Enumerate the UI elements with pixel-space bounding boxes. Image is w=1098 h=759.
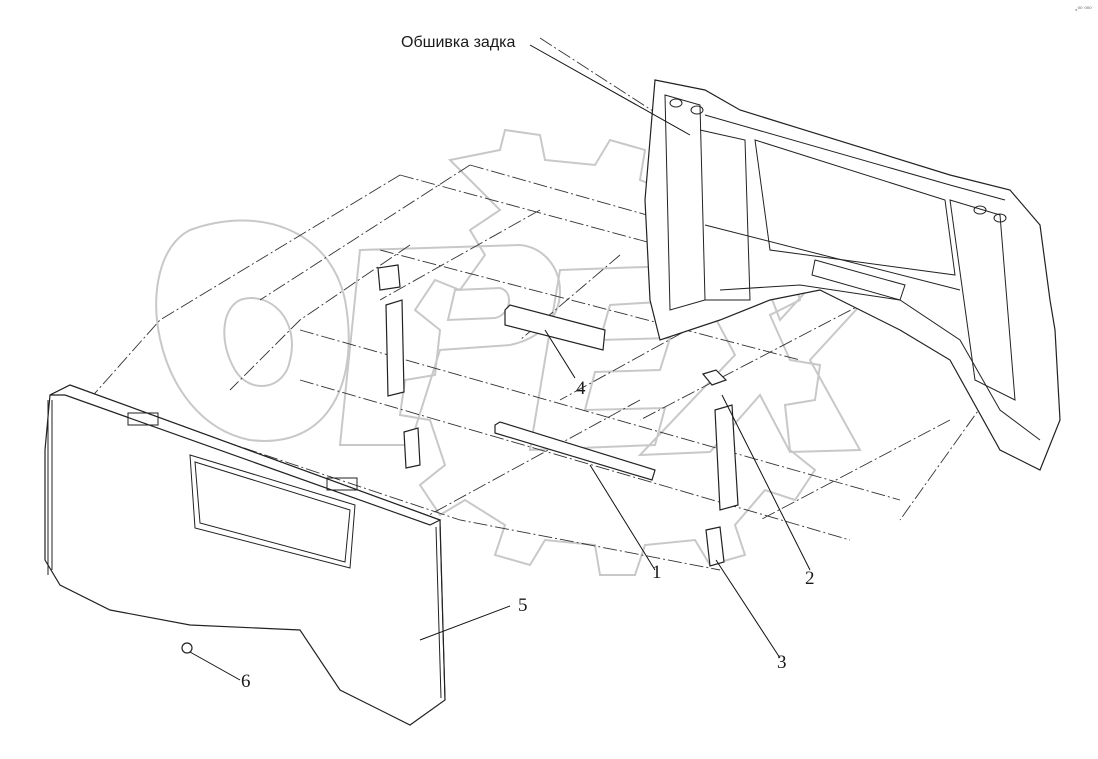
leader-4 bbox=[544, 329, 576, 379]
center-small-block bbox=[403, 427, 421, 469]
assembly-lines bbox=[79, 37, 1001, 601]
callout-6: 6 bbox=[241, 671, 251, 692]
cab-mid-rail bbox=[704, 224, 961, 291]
corner-mark: ₓ⁰⁰ ⁰⁰⁰ bbox=[1075, 6, 1092, 13]
rear-trim-panel-clip bbox=[127, 412, 159, 426]
cab-rear-wall-outline bbox=[644, 79, 1061, 471]
assembly-line bbox=[229, 244, 411, 391]
cab-lower-rail bbox=[719, 284, 1041, 441]
rear-trim-panel-window-inner bbox=[194, 461, 351, 563]
cab-hole bbox=[993, 213, 1007, 223]
part-2-insulation-post bbox=[701, 369, 739, 511]
leader-lines bbox=[189, 44, 811, 681]
assembly-title: Обшивка задка bbox=[401, 34, 516, 51]
callout-5: 5 bbox=[518, 595, 528, 616]
assembly-line bbox=[639, 299, 871, 421]
cab-upper-rail bbox=[704, 114, 1006, 201]
left-insulation-post bbox=[385, 299, 405, 397]
callout-1: 1 bbox=[652, 562, 662, 583]
leader-3 bbox=[715, 559, 781, 659]
part-2-post-body bbox=[714, 404, 739, 511]
title-leader bbox=[529, 44, 691, 136]
cab-hole bbox=[690, 105, 704, 115]
rear-trim-panel-window bbox=[189, 454, 356, 569]
assembly-line bbox=[379, 249, 801, 361]
cab-hole bbox=[973, 205, 987, 215]
callout-3: 3 bbox=[777, 652, 787, 673]
assembly-line bbox=[379, 209, 541, 301]
rear-trim-panel bbox=[44, 384, 446, 726]
rear-trim-panel-seal-right bbox=[435, 524, 446, 701]
watermark-letter-p bbox=[338, 243, 561, 446]
cab-left-pillar-inner bbox=[699, 129, 751, 301]
assembly-line bbox=[79, 174, 401, 411]
rear-trim-panel-clip bbox=[326, 477, 358, 491]
cab-hole bbox=[669, 98, 683, 108]
part-1-long-insulation-bar bbox=[494, 421, 656, 481]
watermark-letter-x bbox=[637, 260, 903, 457]
assembly-line bbox=[159, 419, 721, 571]
assembly-line bbox=[259, 164, 471, 301]
leader-5 bbox=[419, 605, 511, 641]
assembly-line bbox=[759, 419, 951, 521]
part-6-fastener bbox=[181, 642, 193, 654]
rear-trim-panel-seal-left bbox=[47, 400, 53, 575]
leader-1 bbox=[589, 464, 656, 571]
cab-window-opening bbox=[754, 139, 956, 276]
part-3-insulation-block bbox=[705, 526, 725, 567]
cab-rear-wall bbox=[644, 79, 1061, 471]
cab-right-pillar bbox=[949, 199, 1016, 401]
part-2-small-block bbox=[701, 369, 728, 386]
assembly-line bbox=[299, 379, 851, 541]
callout-4: 4 bbox=[576, 378, 586, 399]
watermark-letter-o bbox=[155, 219, 350, 442]
part-4-insulation-bar bbox=[504, 304, 606, 351]
leader-2 bbox=[721, 394, 811, 571]
cab-panel-recess bbox=[811, 259, 906, 301]
assembly-line bbox=[299, 329, 901, 501]
callout-2: 2 bbox=[805, 568, 815, 589]
leader-6 bbox=[189, 651, 241, 681]
left-small-block bbox=[377, 264, 401, 291]
assembly-line bbox=[559, 289, 761, 401]
assembly-line bbox=[539, 37, 691, 136]
